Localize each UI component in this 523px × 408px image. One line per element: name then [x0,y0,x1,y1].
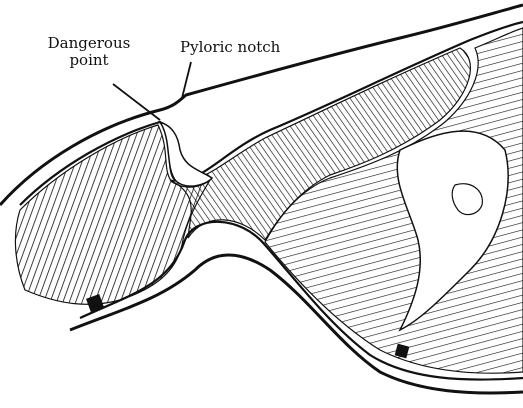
pyloric-notch-label: Pyloric notch [180,39,280,56]
dangerous-point-label-line1: Dangerous [26,35,152,52]
dangerous-point-label: Dangerous point [26,35,152,69]
dangerous-point-label-line2: point [26,52,152,69]
dangerous-point-leader [113,84,160,120]
